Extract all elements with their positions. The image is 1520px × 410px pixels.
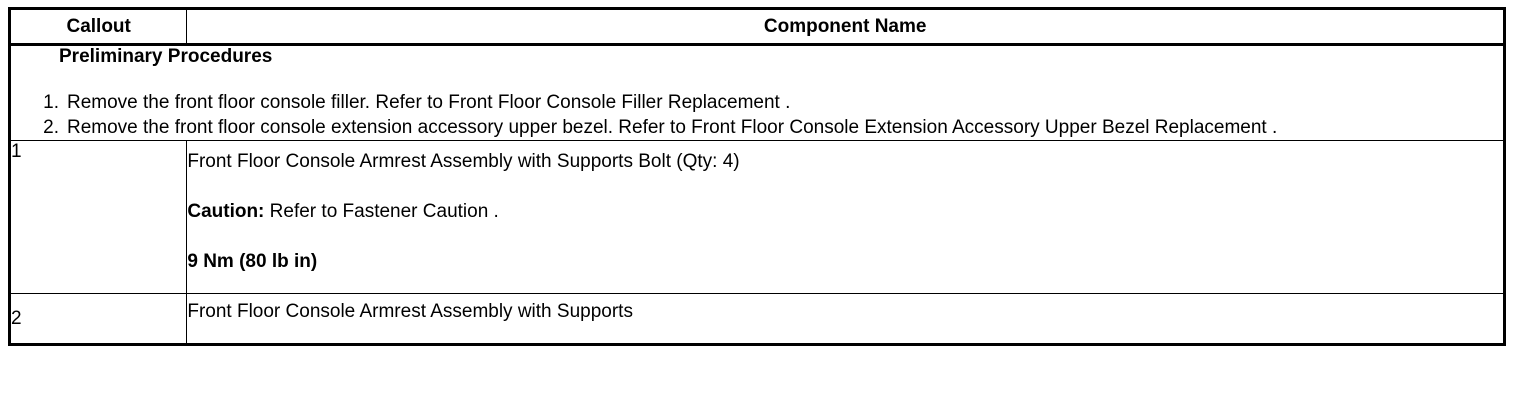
column-header-component-name: Component Name — [186, 8, 1505, 46]
component-description-cell: Front Floor Console Armrest Assembly wit… — [186, 140, 1505, 294]
component-description-cell: Front Floor Console Armrest Assembly wit… — [186, 293, 1505, 345]
component-part-name: Front Floor Console Armrest Assembly wit… — [187, 151, 740, 172]
component-part-name: Front Floor Console Armrest Assembly wit… — [187, 301, 633, 322]
preliminary-steps-list: Remove the front floor console filler. R… — [11, 90, 1503, 140]
caution-label: Caution: — [187, 201, 265, 222]
table-row: 2 Front Floor Console Armrest Assembly w… — [8, 293, 1505, 345]
preliminary-step: Remove the front floor console extension… — [33, 115, 1278, 140]
preliminary-procedures-row: Preliminary Procedures Remove the front … — [9, 44, 1505, 141]
preliminary-procedures-cell: Preliminary Procedures Remove the front … — [9, 44, 1505, 141]
torque-specification: 9 Nm (80 lb in) — [187, 251, 318, 272]
component-callout-table: Callout Component Name Preliminary Proce… — [8, 7, 1506, 346]
table-header-row: Callout Component Name — [9, 8, 1505, 46]
column-header-callout: Callout — [9, 8, 188, 46]
preliminary-step: Remove the front floor console filler. R… — [33, 90, 791, 115]
preliminary-procedures-title: Preliminary Procedures — [59, 46, 273, 67]
callout-number: 2 — [8, 293, 188, 345]
callout-number: 1 — [8, 140, 188, 294]
table-row: 1 Front Floor Console Armrest Assembly w… — [8, 140, 1505, 294]
caution-text: Refer to Fastener Caution . — [264, 201, 499, 222]
caution-note: Caution: Refer to Fastener Caution . — [187, 200, 1503, 224]
